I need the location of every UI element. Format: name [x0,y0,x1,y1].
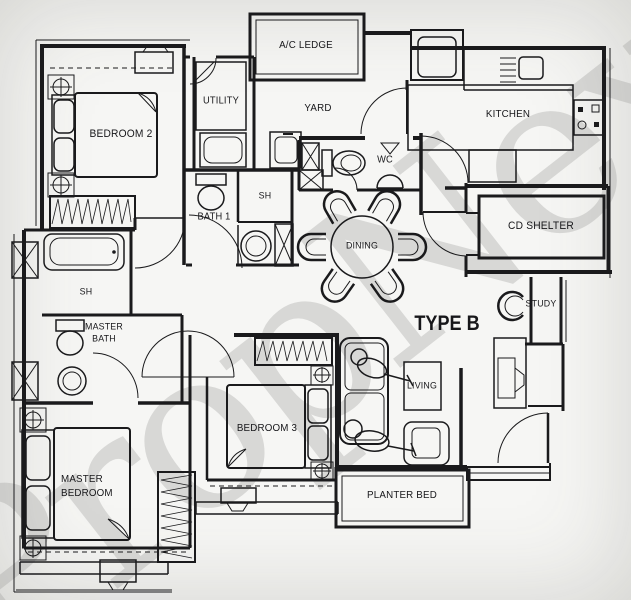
planter-bed-box [336,470,469,527]
room-label-utility: UTILITY [203,95,239,107]
study-furniture [494,292,563,408]
ac-ledge-box [250,14,364,80]
dining-chair [317,269,354,307]
bed-double [52,93,157,177]
room-label-living: LIVING [406,380,438,392]
room-label-master-bath: MASTER BATH [85,321,123,345]
bathtub [44,234,124,270]
bed-double [22,428,130,540]
windows [16,68,338,590]
kitchen-counters [408,48,604,182]
x-duct [299,170,323,190]
doors [93,58,548,463]
bath1-fixtures [196,174,271,261]
column-marker [20,536,46,560]
column-marker [311,366,333,385]
ac-unit [135,45,173,73]
study-chair [498,292,523,320]
room-label-bedroom2: BEDROOM 2 [89,128,153,140]
dining-chair [398,234,426,260]
living-furniture [340,338,449,465]
room-label-kitchen: KITCHEN [485,108,531,120]
fridge [411,30,463,80]
room-label-bedroom3: BEDROOM 3 [236,422,298,434]
armchair [404,422,449,465]
room-label-dining: DINING [345,240,379,252]
wc-fixtures [322,143,403,188]
plan-title: TYPE B [414,312,480,335]
dining-chair [319,187,356,224]
dining-set [298,187,426,307]
dining-table [331,216,393,278]
bed-double [227,385,331,468]
room-label-master-bedroom: MASTER BEDROOM [61,473,113,500]
sofa [340,338,388,444]
wardrobe-bedroom3 [255,338,332,365]
room-label-ac-ledge: A/C LEDGE [279,39,333,51]
x-duct [302,143,319,170]
column-marker [48,173,74,197]
wardrobe-master [158,472,195,562]
room-label-wc: WC [377,154,393,166]
bedroom2-furniture [52,45,173,177]
room-label-yard: YARD [304,102,332,114]
column-marker [48,75,74,99]
coffee-table [404,362,441,410]
dining-chair [371,269,408,307]
room-label-cd-shelter: CD SHELTER [508,220,574,232]
person-figure [351,349,413,386]
x-duct [12,362,38,400]
master-bath-fixtures [56,320,86,395]
room-label-bath1: BATH 1 [197,211,231,223]
dining-chair [298,234,326,260]
structural-columns [12,75,333,560]
column-marker [311,462,333,481]
wardrobe-bedroom2 [50,196,135,228]
master-bedroom-furniture [22,428,130,540]
room-label-planter-bed: PLANTER BED [367,489,437,501]
entrance-threshold [467,463,550,480]
stove [574,100,604,135]
utility-furniture [196,62,246,167]
column-marker [20,408,46,432]
person-figure [344,420,416,456]
room-label-sh-left: SH [79,286,93,298]
tv-console [494,338,563,408]
bedroom3-furniture [227,385,331,468]
cd-shelter-box [466,196,604,258]
wardrobes [50,196,332,562]
dining-chair [368,187,405,224]
washing-machine [270,132,301,168]
x-duct [275,224,293,266]
sink [500,57,543,82]
x-duct [12,242,38,278]
room-label-sh-upper: SH [258,190,272,202]
room-label-study: STUDY [525,298,557,310]
